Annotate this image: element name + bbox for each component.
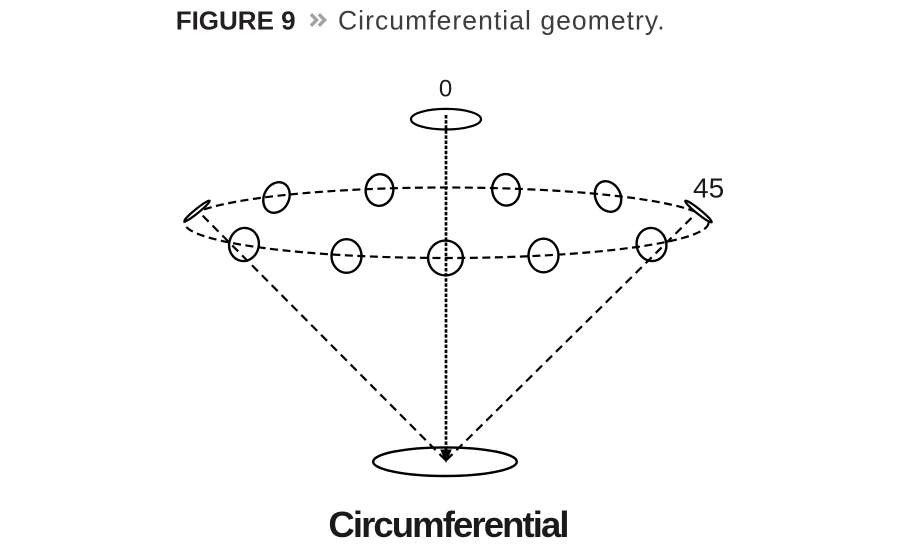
svg-text:FIGURE 9: FIGURE 9 [176, 6, 296, 36]
svg-text:Circumferential geometry.: Circumferential geometry. [338, 6, 666, 36]
svg-text:Circumferential: Circumferential [328, 504, 567, 545]
svg-text:0: 0 [439, 76, 452, 103]
svg-text:45: 45 [693, 173, 724, 204]
